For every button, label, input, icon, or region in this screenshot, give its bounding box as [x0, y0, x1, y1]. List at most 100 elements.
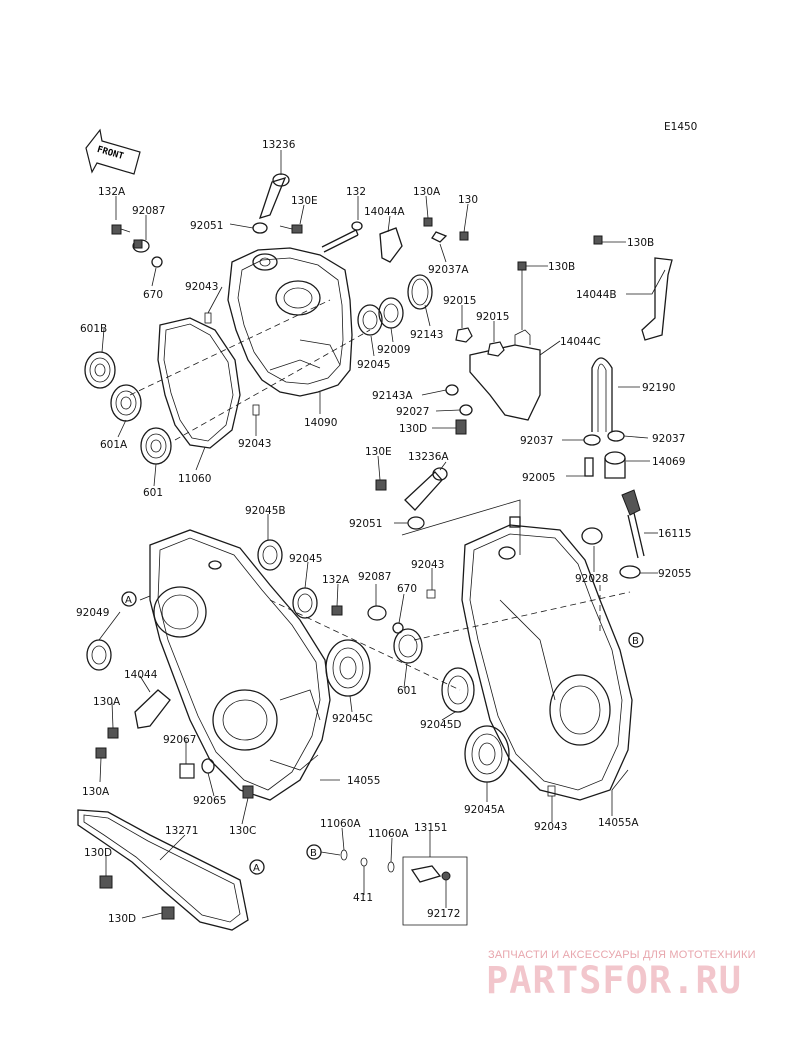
label-130b-1: 130B — [627, 237, 654, 249]
plug-92087-lower — [367, 605, 387, 621]
label-92045-1: 92045 — [357, 359, 390, 371]
seal-92045-upper — [357, 304, 383, 336]
label-13151: 13151 — [414, 822, 447, 834]
label-92043-4: 92043 — [534, 821, 567, 833]
label-92051-2: 92051 — [349, 518, 382, 530]
case-cover-14090 — [227, 247, 353, 397]
ref-a-label-2: A — [253, 863, 260, 874]
crankcase-right-14055a — [461, 516, 633, 801]
clip-11060a-2 — [387, 861, 395, 873]
label-92045b: 92045B — [245, 505, 286, 517]
clip-11060a-1 — [340, 849, 348, 861]
seal-92045b — [257, 539, 283, 571]
dowel-92043-mid — [252, 404, 260, 416]
oring-92055 — [619, 565, 641, 579]
seal-92045-lower — [292, 587, 318, 619]
clamp-92037-1 — [583, 434, 601, 446]
label-13236a: 13236A — [408, 451, 449, 463]
leader-lines — [98, 150, 666, 919]
oring-670-upper — [151, 256, 163, 268]
label-130d-3: 130D — [108, 913, 136, 925]
label-670-1: 670 — [143, 289, 163, 301]
dowel-92043-upper — [204, 312, 212, 324]
bracket-14044b — [641, 257, 673, 341]
pipe-92005 — [584, 457, 594, 477]
label-130a-2: 130A — [93, 696, 121, 708]
nut-92015-2 — [487, 341, 505, 357]
label-92027: 92027 — [396, 406, 429, 418]
gasket-11060 — [157, 317, 241, 449]
label-14055a: 14055A — [598, 817, 639, 829]
label-14069: 14069 — [652, 456, 685, 468]
label-132a-2: 132A — [322, 574, 350, 586]
label-92045-2: 92045 — [289, 553, 322, 565]
label-670-2: 670 — [397, 583, 417, 595]
assembly-lines — [129, 299, 631, 691]
washer-411 — [360, 857, 368, 867]
label-130b-2: 130B — [548, 261, 575, 273]
clamp-92037-2 — [607, 430, 625, 442]
label-130e-1: 130E — [291, 195, 318, 207]
bolt-130d-upper — [455, 419, 467, 435]
cover-13271 — [77, 809, 249, 931]
bolt-132a-lower — [331, 605, 343, 616]
label-92055: 92055 — [658, 568, 691, 580]
ref-b-left: B — [306, 844, 341, 860]
collar-92143 — [407, 274, 433, 310]
label-92087-2: 92087 — [358, 571, 391, 583]
bolt-130c — [242, 785, 254, 799]
bracket-14044a — [379, 227, 403, 263]
label-11060: 11060 — [178, 473, 211, 485]
collar-92027 — [459, 404, 473, 416]
label-92043-3: 92043 — [411, 559, 444, 571]
label-92067: 92067 — [163, 734, 196, 746]
ref-b-label-1: B — [632, 636, 639, 647]
bolt-130a-mid — [107, 727, 119, 739]
label-130e-2: 130E — [365, 446, 392, 458]
bolt-130d-lower2 — [161, 906, 175, 920]
bolt-13151 — [410, 865, 451, 883]
label-92065: 92065 — [193, 795, 226, 807]
label-130a-3: 130A — [82, 786, 110, 798]
label-92037-2: 92037 — [652, 433, 685, 445]
label-92051-1: 92051 — [190, 220, 223, 232]
label-92037-1: 92037 — [520, 435, 553, 447]
label-130: 130 — [458, 194, 478, 206]
part-labels: 13236 132A 92087 92051 130E 132 14044A 1… — [76, 139, 691, 925]
label-411: 411 — [353, 892, 373, 904]
bolt-130e-upper — [279, 224, 303, 234]
bearing-601-upper — [140, 427, 172, 465]
bolt-130b-mid — [517, 261, 527, 330]
plug-92087-upper — [132, 239, 150, 253]
label-92045d: 92045D — [420, 719, 462, 731]
label-92045a: 92045A — [464, 804, 505, 816]
breather-14069 — [604, 451, 626, 479]
clamp-92037a — [431, 231, 448, 243]
bearing-92045d — [441, 667, 475, 713]
label-92005: 92005 — [522, 472, 555, 484]
hose-92190 — [591, 357, 613, 432]
bolt-130a-low — [95, 747, 107, 759]
label-92143-1: 92143 — [410, 329, 443, 341]
bracket-14044 — [134, 689, 171, 729]
bracket-box-13151 — [402, 856, 468, 926]
label-92045c: 92045C — [332, 713, 373, 725]
collar-92028 — [581, 527, 603, 545]
crankcase-left-14055 — [149, 529, 331, 801]
dowel-92043-lower — [547, 785, 556, 797]
seal-92049 — [86, 639, 112, 671]
bracket-14044c — [469, 344, 541, 421]
bolt-130d-lower1 — [99, 875, 113, 889]
dowel-92043-r — [426, 589, 436, 599]
label-92028: 92028 — [575, 573, 608, 585]
collar-92143a — [445, 384, 459, 396]
bearing-601-lower — [393, 628, 423, 664]
label-601b: 601B — [80, 323, 107, 335]
label-130c: 130C — [229, 825, 256, 837]
watermark-tagline: ЗАПЧАСТИ И АКСЕССУАРЫ ДЛЯ МОТОТЕХНИКИ — [488, 949, 756, 961]
diagram-code: E1450 — [664, 121, 697, 133]
ref-a-cover: A — [249, 859, 265, 875]
shaft-132 — [321, 229, 359, 253]
label-13236: 13236 — [262, 139, 296, 151]
